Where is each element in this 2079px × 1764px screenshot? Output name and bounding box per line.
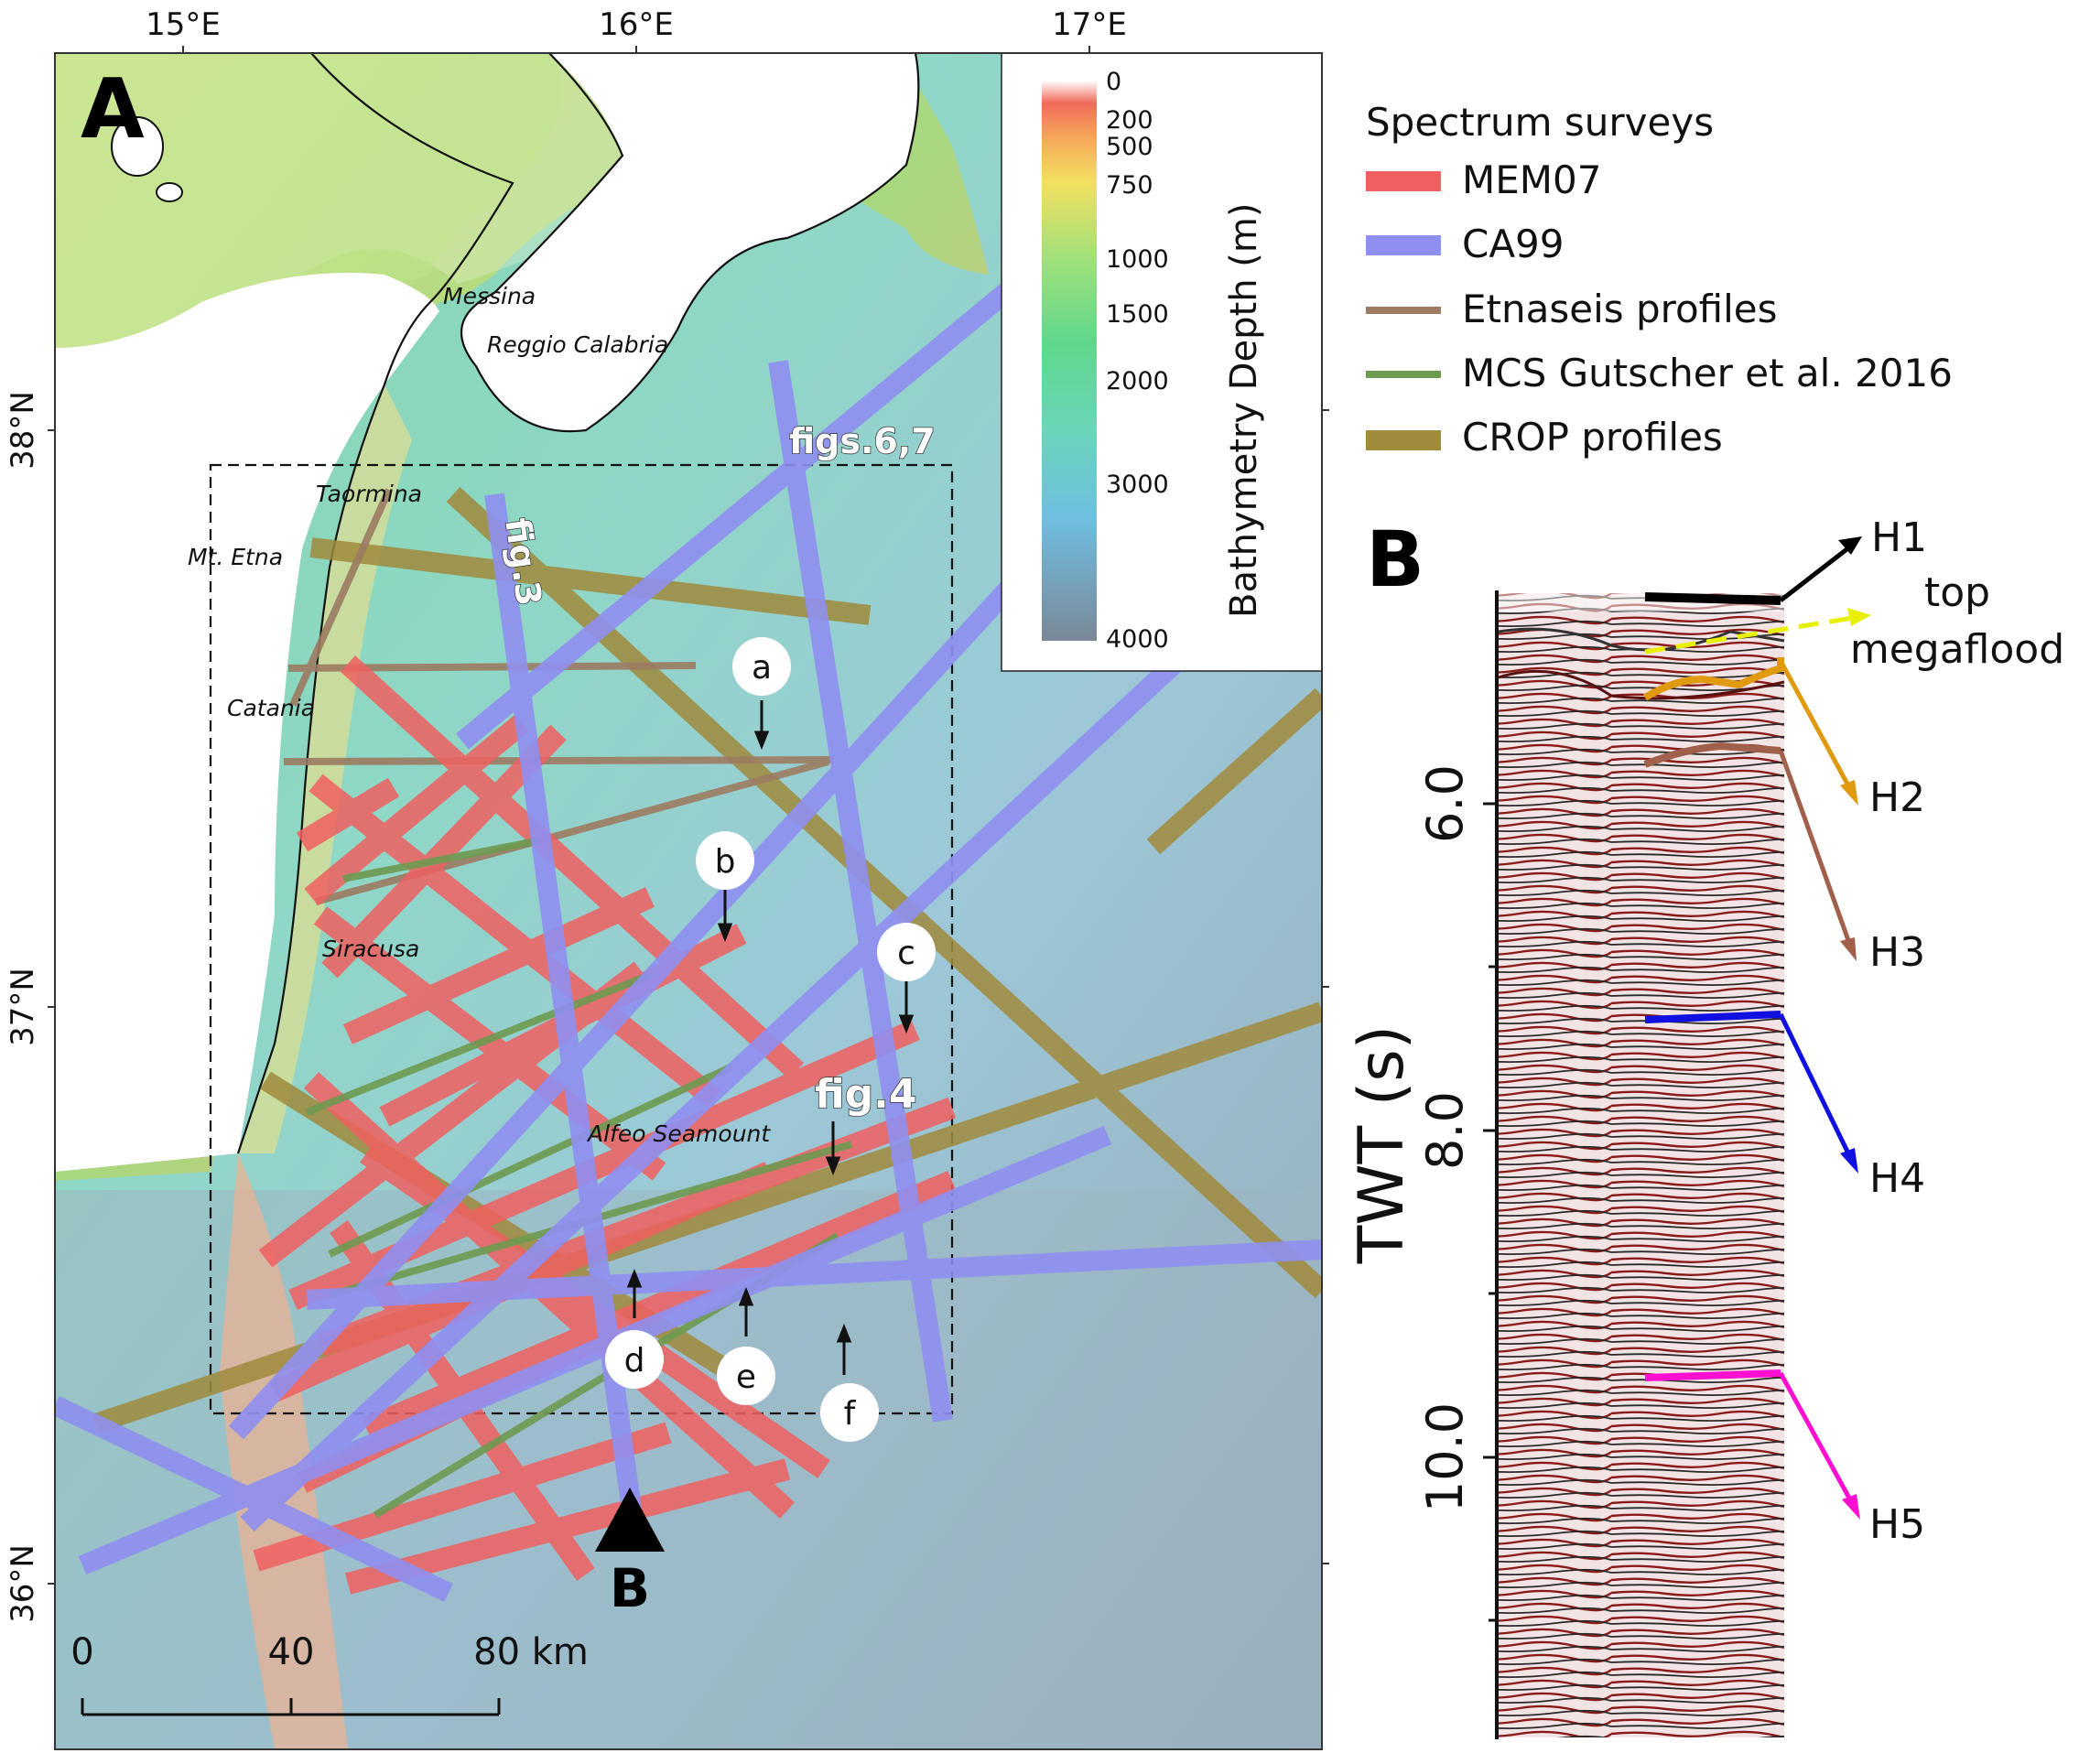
ca99-profiles <box>55 276 1322 1602</box>
svg-text:H4: H4 <box>1869 1155 1925 1202</box>
marker-arrows <box>626 700 915 1375</box>
cbar-tick-1500: 1500 <box>1106 300 1169 329</box>
colorbar: 0 200 500 750 1000 1500 2000 3000 4000 B… <box>1001 53 1322 672</box>
lat-tick-36: 36°N <box>5 1544 41 1623</box>
seismic-section <box>1498 593 1785 1737</box>
svg-text:f: f <box>844 1395 857 1433</box>
place-reggio-calabria: Reggio Calabria <box>487 331 668 358</box>
cbar-tick-500: 500 <box>1106 133 1153 161</box>
cbar-tick-3000: 3000 <box>1106 471 1169 499</box>
place-messina: Messina <box>443 283 536 309</box>
svg-text:top: top <box>1924 569 1990 616</box>
legend: Spectrum surveys MEM07 CA99 Etnaseis pro… <box>1366 100 1953 460</box>
panel-a: Messina Reggio Calabria Taormina Mt. Etn… <box>5 6 1329 1750</box>
horizon-h5: H5 <box>1644 1369 1925 1548</box>
svg-text:d: d <box>624 1342 645 1380</box>
map-frame <box>54 52 1323 1750</box>
lat-tick-38: 38°N <box>5 391 41 470</box>
twt-tick-labels: 6.0 8.0 10.0 <box>1416 764 1474 1512</box>
svg-text:b: b <box>715 843 736 881</box>
place-labels: Messina Reggio Calabria Taormina Mt. Etn… <box>188 283 771 1147</box>
horizon-top-megaflood: top megaflood <box>1644 569 2064 673</box>
horizon-h1: H1 <box>1644 514 1927 605</box>
scale-tick-0: 0 <box>70 1631 93 1673</box>
twt-tick-6: 6.0 <box>1416 764 1474 843</box>
profile-b-triangle <box>595 1488 665 1552</box>
profile-b-label: B <box>610 1557 650 1619</box>
svg-text:e: e <box>736 1358 756 1396</box>
marker-b[interactable]: b <box>696 831 754 890</box>
place-siracusa: Siracusa <box>322 936 419 962</box>
twt-axis-label: TWT (s) <box>1346 1025 1418 1264</box>
cbar-tick-0: 0 <box>1106 68 1121 96</box>
panel-b: B 6.0 8.0 10.0 TWT (s) <box>1346 514 2064 1739</box>
svg-text:CROP profiles: CROP profiles <box>1462 415 1723 460</box>
legend-item-etnaseis: Etnaseis profiles <box>1366 287 1778 331</box>
svg-text:megaflood: megaflood <box>1850 626 2064 673</box>
marker-d[interactable]: d <box>605 1330 664 1389</box>
cbar-tick-4000: 4000 <box>1106 625 1169 654</box>
cbar-tick-200: 200 <box>1106 106 1153 135</box>
svg-text:c: c <box>897 935 915 972</box>
lat-tick-37: 37°N <box>5 968 41 1046</box>
profile-markers: a b c d e f <box>605 637 936 1442</box>
scale-tick-80: 80 km <box>473 1631 589 1673</box>
study-area-box <box>209 463 954 1415</box>
scale-bar: 0 40 80 km <box>70 1631 589 1716</box>
lon-tick-17: 17°E <box>1052 6 1127 43</box>
horizon-h3: H3 <box>1643 741 1925 976</box>
svg-text:MCS Gutscher et al. 2016: MCS Gutscher et al. 2016 <box>1462 351 1953 395</box>
place-catania: Catania <box>227 695 315 721</box>
label-fig-4: fig.4 <box>815 1071 916 1118</box>
svg-text:H3: H3 <box>1869 929 1925 976</box>
svg-text:Etnaseis profiles: Etnaseis profiles <box>1462 287 1778 331</box>
legend-title: Spectrum surveys <box>1366 100 1714 145</box>
cbar-tick-2000: 2000 <box>1106 367 1169 395</box>
panel-a-letter: A <box>81 61 145 157</box>
lon-tick-16: 16°E <box>599 6 674 43</box>
label-figs-6-7: figs.6,7 <box>789 421 936 461</box>
cbar-tick-750: 750 <box>1106 171 1153 200</box>
legend-item-crop: CROP profiles <box>1366 415 1723 460</box>
etnaseis-profiles <box>283 488 834 905</box>
marker-f[interactable]: f <box>820 1383 879 1442</box>
place-alfeo-seamount: Alfeo Seamount <box>586 1120 771 1147</box>
cbar-tick-1000: 1000 <box>1106 245 1169 274</box>
lon-ticks: 15°E 16°E 17°E <box>146 6 1127 53</box>
svg-text:H5: H5 <box>1869 1501 1925 1548</box>
marker-a[interactable]: a <box>732 637 791 696</box>
svg-text:CA99: CA99 <box>1462 222 1565 266</box>
lon-tick-15: 15°E <box>146 6 221 43</box>
legend-item-ca99: CA99 <box>1366 222 1565 266</box>
place-taormina: Taormina <box>316 481 422 507</box>
horizon-h4: H4 <box>1644 1011 1925 1202</box>
marker-e[interactable]: e <box>717 1347 775 1405</box>
twt-tick-10: 10.0 <box>1416 1402 1474 1512</box>
map-area: Messina Reggio Calabria Taormina Mt. Etn… <box>55 53 1322 1749</box>
legend-item-mcs: MCS Gutscher et al. 2016 <box>1366 351 1953 395</box>
svg-text:H2: H2 <box>1869 774 1925 821</box>
svg-text:MEM07: MEM07 <box>1462 157 1601 202</box>
place-mt-etna: Mt. Etna <box>188 544 283 570</box>
legend-item-mem07: MEM07 <box>1366 157 1601 202</box>
panel-b-letter: B <box>1366 514 1424 604</box>
svg-text:H1: H1 <box>1871 514 1927 561</box>
svg-text:a: a <box>752 649 772 687</box>
lat-ticks: 38°N 37°N 36°N <box>5 391 1329 1623</box>
colorbar-title: Bathymetry Depth (m) <box>1223 203 1265 618</box>
twt-axis-ticks <box>1483 802 1497 1622</box>
scale-tick-40: 40 <box>268 1631 315 1673</box>
horizon-h2: H2 <box>1642 657 1925 821</box>
twt-tick-8: 8.0 <box>1416 1091 1474 1170</box>
colorbar-ramp <box>1042 81 1097 641</box>
figure-labels: figs.6,7 fig.3 fig.4 <box>496 420 936 1119</box>
marker-c[interactable]: c <box>877 923 936 981</box>
